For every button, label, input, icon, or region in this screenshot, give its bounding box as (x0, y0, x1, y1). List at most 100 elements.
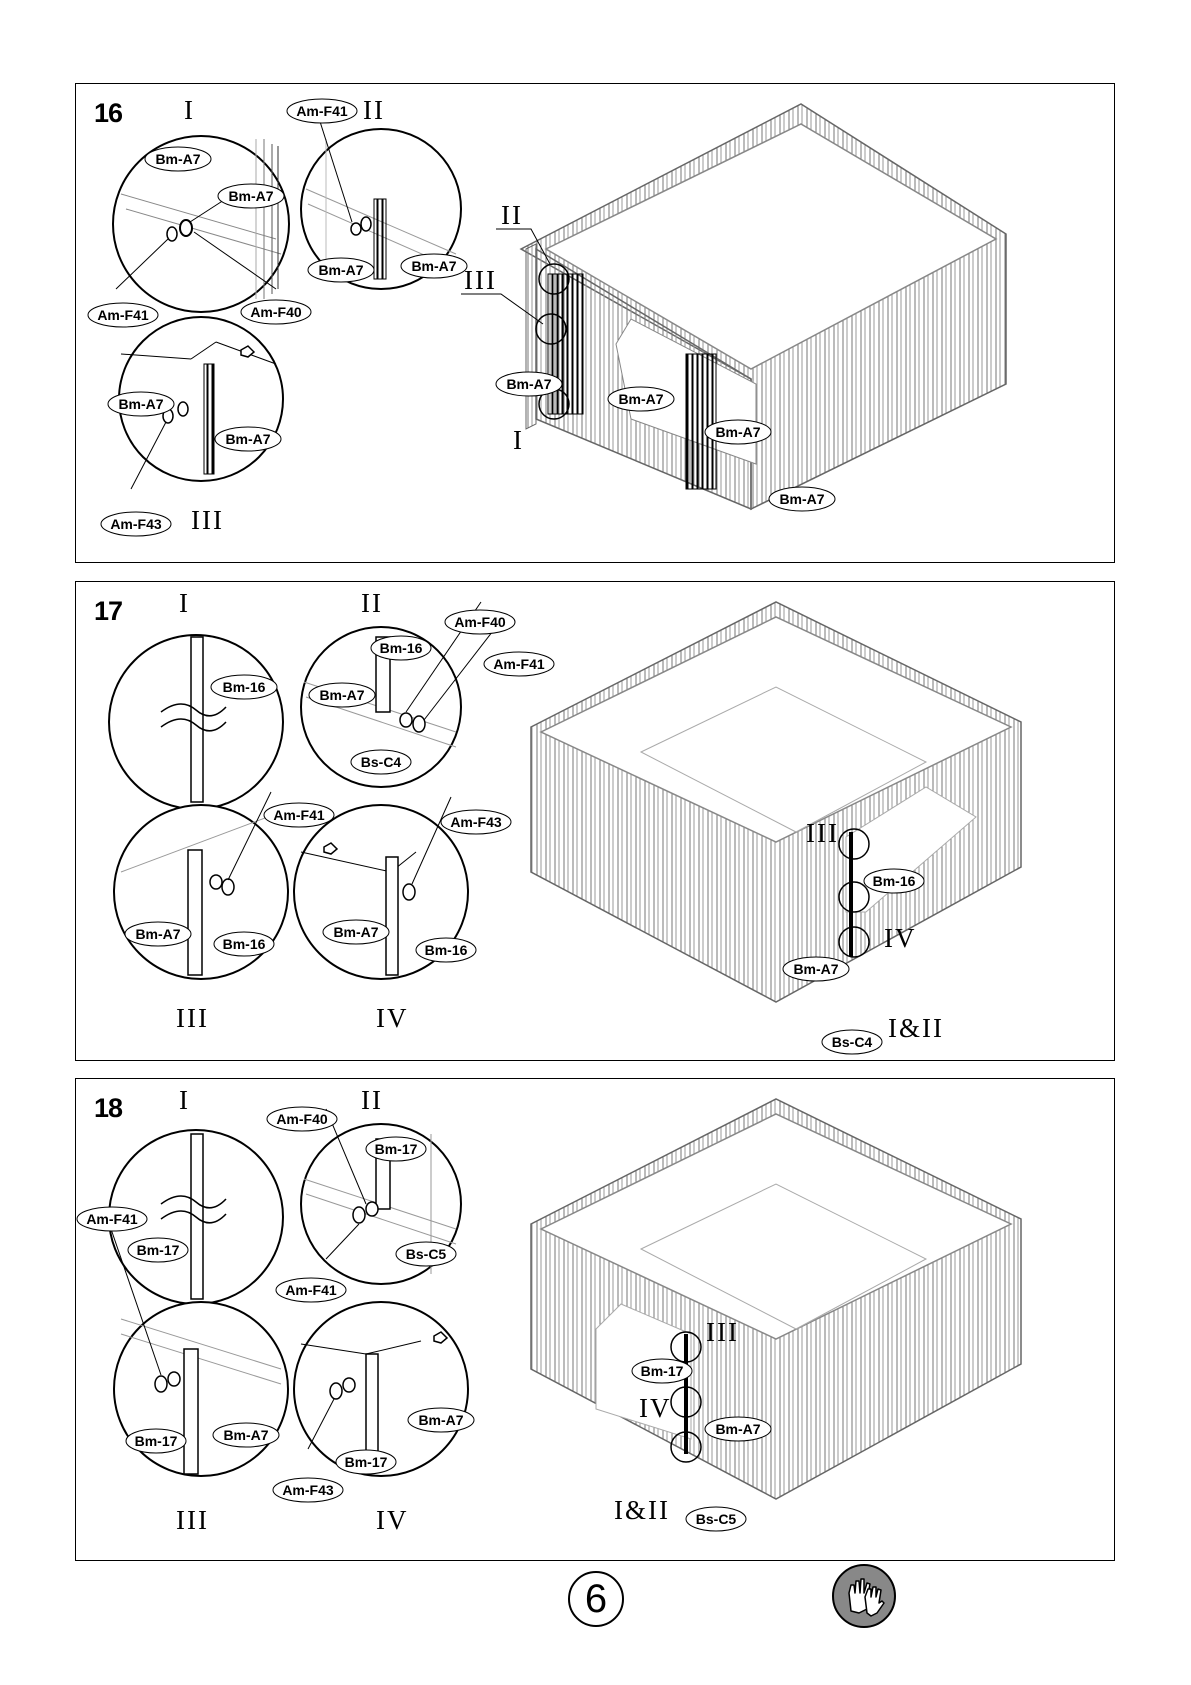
part-label: Bm-A7 (144, 146, 212, 172)
part-label: Bm-16 (370, 635, 432, 661)
svg-text:Bm-17: Bm-17 (137, 1242, 180, 1258)
step-18-panel: 18 (75, 1078, 1115, 1561)
part-label: Bm-A7 (704, 1416, 772, 1442)
detail-circle-I (108, 634, 284, 810)
part-labels: Am-F40 Bm-17 Bm-17 Bs-C5 Am-F41 Am-F41 B… (76, 1106, 772, 1532)
part-label: Am-F41 (87, 302, 159, 328)
roman-labels: I II III IV III IV I&II (176, 1085, 739, 1535)
shed-overview (530, 601, 1022, 1003)
part-label: Bm-A7 (400, 253, 468, 279)
roman-label: II (361, 588, 383, 618)
shed-overview (530, 1098, 1022, 1500)
svg-text:Bm-A7: Bm-A7 (411, 258, 456, 274)
svg-text:Bm-16: Bm-16 (380, 640, 423, 656)
svg-text:Bm-A7: Bm-A7 (506, 376, 551, 392)
step-17-illustration: I II III IV III IV I&II Bm-16 Bm-16 Am-F… (108, 588, 1022, 1055)
svg-text:Bm-A7: Bm-A7 (118, 396, 163, 412)
part-label: Bm-A7 (214, 426, 282, 452)
roman-labels: I II III IV III IV I&II (176, 588, 944, 1043)
roman-label: III (191, 505, 224, 535)
detail-circle-I (112, 135, 290, 313)
step-17-panel: 17 (75, 581, 1115, 1061)
roman-label: IV (376, 1505, 409, 1535)
part-label: Am-F41 (483, 651, 555, 677)
part-label: Bs-C5 (395, 1241, 457, 1267)
part-label: Bm-A7 (607, 386, 675, 412)
svg-text:Bm-17: Bm-17 (375, 1141, 418, 1157)
part-label: Bs-C4 (821, 1029, 883, 1055)
svg-text:Am-F41: Am-F41 (285, 1282, 337, 1298)
part-label: Bm-A7 (704, 419, 772, 445)
svg-text:Am-F43: Am-F43 (282, 1482, 334, 1498)
svg-text:Bm-A7: Bm-A7 (618, 391, 663, 407)
svg-text:Bm-16: Bm-16 (425, 942, 468, 958)
part-label: Bm-A7 (407, 1407, 475, 1433)
svg-text:Bm-16: Bm-16 (223, 936, 266, 952)
roman-label: III (176, 1505, 209, 1535)
svg-text:Bm-A7: Bm-A7 (318, 262, 363, 278)
roman-label: III (706, 1317, 739, 1347)
svg-text:Bm-A7: Bm-A7 (333, 924, 378, 940)
roman-label: I&II (888, 1013, 944, 1043)
part-label: Bm-16 (415, 937, 477, 963)
svg-text:Am-F40: Am-F40 (454, 614, 506, 630)
roman-label: IV (639, 1393, 672, 1423)
part-labels: Bm-A7 Bm-A7 Am-F41 Am-F40 Am-F41 Bm-A7 B… (87, 98, 836, 537)
roman-label: III (176, 1003, 209, 1033)
svg-text:Bm-A7: Bm-A7 (319, 687, 364, 703)
part-label: Am-F40 (266, 1106, 338, 1132)
page-number: 6 (568, 1571, 624, 1627)
detail-circle-II (300, 108, 462, 290)
part-label: Bm-16 (863, 868, 925, 894)
svg-text:Bm-A7: Bm-A7 (715, 1421, 760, 1437)
part-label: Am-F43 (272, 1477, 344, 1503)
part-label: Bm-A7 (322, 919, 390, 945)
svg-text:Bm-16: Bm-16 (873, 873, 916, 889)
part-label: Bm-17 (335, 1449, 397, 1475)
svg-text:Am-F40: Am-F40 (250, 304, 302, 320)
svg-text:Bm-A7: Bm-A7 (779, 491, 824, 507)
svg-text:Bm-A7: Bm-A7 (225, 431, 270, 447)
roman-label: II (363, 95, 385, 125)
gloves-icon (832, 1564, 896, 1628)
part-label: Am-F40 (444, 609, 516, 635)
roman-label: I (179, 588, 190, 618)
svg-text:Am-F41: Am-F41 (296, 103, 348, 119)
svg-text:Bm-A7: Bm-A7 (418, 1412, 463, 1428)
svg-text:Bs-C4: Bs-C4 (832, 1034, 873, 1050)
part-label: Bm-16 (213, 931, 275, 957)
svg-text:Bm-16: Bm-16 (223, 679, 266, 695)
part-label: Am-F40 (240, 299, 312, 325)
step-16-panel: 16 (75, 83, 1115, 563)
step-number: 17 (94, 596, 123, 626)
roman-label: II (361, 1085, 383, 1115)
part-label: Bm-17 (125, 1428, 187, 1454)
shed-overview (461, 103, 1007, 511)
part-label: Bm-17 (631, 1358, 693, 1384)
roman-label: I&II (614, 1495, 670, 1525)
svg-text:Am-F41: Am-F41 (493, 656, 545, 672)
svg-text:Am-F43: Am-F43 (110, 516, 162, 532)
part-label: Am-F43 (100, 511, 172, 537)
step-number: 18 (94, 1093, 123, 1123)
part-label: Bm-A7 (107, 391, 175, 417)
part-label: Bm-A7 (217, 183, 285, 209)
part-label: Am-F43 (440, 809, 512, 835)
svg-text:Bm-17: Bm-17 (641, 1363, 684, 1379)
part-label: Bs-C5 (685, 1506, 747, 1532)
part-label: Bm-A7 (782, 956, 850, 982)
roman-label: IV (884, 923, 917, 953)
part-label: Bm-17 (365, 1136, 427, 1162)
roman-label: I (184, 95, 195, 125)
roman-label: I (513, 425, 524, 455)
part-label: Bm-A7 (495, 371, 563, 397)
step-18-illustration: I II III IV III IV I&II Am-F40 Bm-17 Bm-… (76, 1085, 1022, 1535)
detail-circle-IV (293, 1301, 469, 1477)
svg-text:Bs-C5: Bs-C5 (406, 1246, 447, 1262)
svg-text:Bm-A7: Bm-A7 (223, 1427, 268, 1443)
svg-text:Bm-A7: Bm-A7 (155, 151, 200, 167)
part-label: Bm-A7 (308, 682, 376, 708)
roman-label: III (806, 818, 839, 848)
part-label: Bm-A7 (124, 921, 192, 947)
svg-text:Bm-17: Bm-17 (135, 1433, 178, 1449)
